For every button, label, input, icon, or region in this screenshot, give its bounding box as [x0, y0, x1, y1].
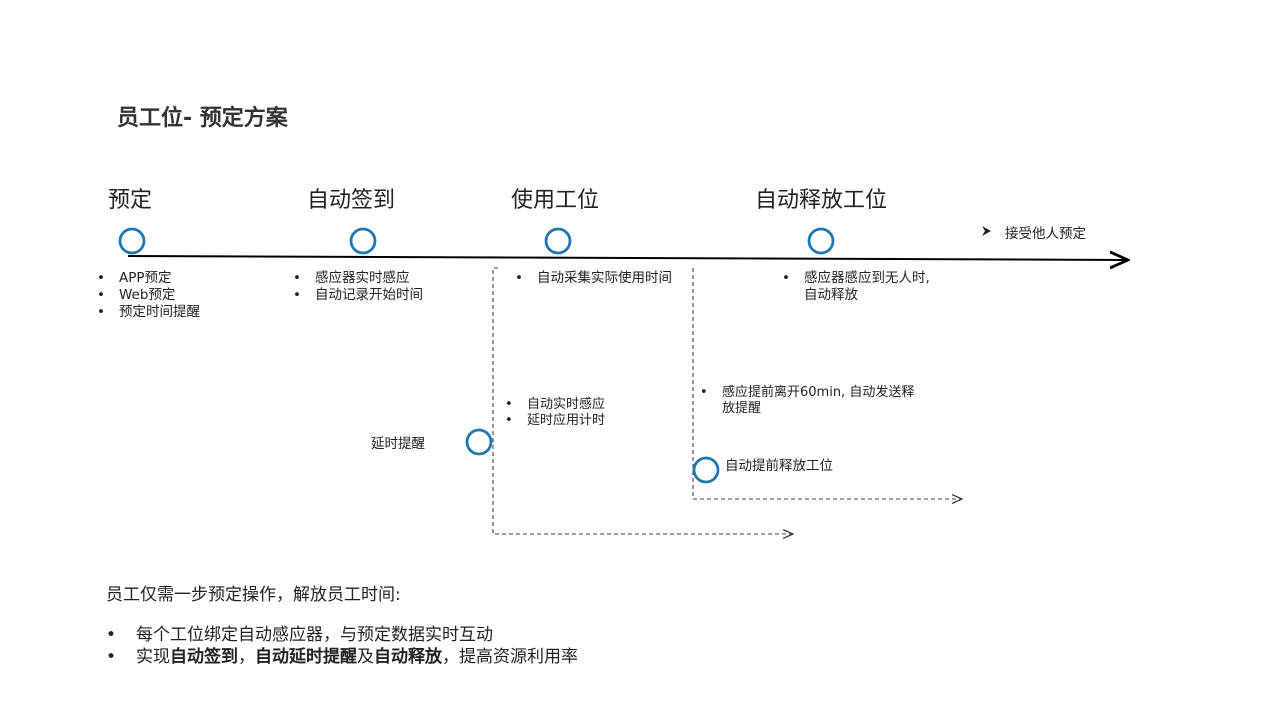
list-item: 预定时间提醒	[97, 304, 200, 321]
early-bullet-line2: 放提醒	[722, 401, 762, 416]
list-item: 感应提前离开60min, 自动发送释 放提醒	[700, 385, 914, 417]
stage-node-reserve	[118, 227, 146, 255]
use-bullets: 自动采集实际使用时间	[515, 270, 672, 287]
release-bullet-line2: 自动释放	[804, 287, 858, 303]
early-bullet-line1: 感应提前离开60min, 自动发送释	[722, 385, 915, 400]
delay-reminder-label: 延时提醒	[371, 436, 425, 452]
list-item: 每个工位绑定自动感应器，与预定数据实时互动	[106, 624, 578, 646]
list-item: 感应器感应到无人时, 自动释放	[782, 270, 930, 304]
list-item: 实现自动签到，自动延时提醒及自动释放，提高资源利用率	[106, 646, 578, 668]
summary-text: ，提高资源利用率	[442, 647, 578, 667]
early-release-bullets: 感应提前离开60min, 自动发送释 放提醒	[700, 385, 914, 417]
page-title: 员工位- 预定方案	[117, 106, 288, 131]
stage-label-use: 使用工位	[511, 188, 600, 213]
early-release-label: 自动提前释放工位	[725, 458, 833, 474]
accept-reservation-label: 接受他人预定	[1005, 226, 1086, 242]
list-item: 自动采集实际使用时间	[515, 270, 672, 287]
list-item: 延时应用计时	[505, 413, 605, 429]
early-release-node	[692, 456, 720, 484]
early-release-connector	[692, 268, 962, 499]
delay-node	[465, 428, 493, 456]
summary-intro: 员工仅需一步预定操作，解放员工时间:	[106, 585, 401, 605]
release-bullet-line1: 感应器感应到无人时,	[804, 270, 930, 286]
summary-text: 实现	[136, 647, 170, 667]
stage-node-release	[807, 227, 835, 255]
stage-node-checkin	[349, 227, 377, 255]
summary-bullets: 每个工位绑定自动感应器，与预定数据实时互动 实现自动签到，自动延时提醒及自动释放…	[106, 624, 578, 668]
summary-bold-release: 自动释放	[374, 647, 442, 667]
list-item: APP预定	[97, 270, 200, 287]
stage-label-release: 自动释放工位	[755, 188, 888, 213]
checkin-bullets: 感应器实时感应 自动记录开始时间	[293, 270, 423, 304]
list-item: 感应器实时感应	[293, 270, 423, 287]
list-item: 自动实时感应	[505, 397, 605, 413]
summary-text: ，	[238, 647, 255, 667]
delay-bullets: 自动实时感应 延时应用计时	[505, 397, 605, 429]
stage-label-reserve: 预定	[108, 188, 153, 213]
timeline-arrow	[127, 256, 1128, 260]
summary-bold-checkin: 自动签到	[170, 647, 238, 667]
reserve-bullets: APP预定 Web预定 预定时间提醒	[97, 270, 200, 321]
list-item: 自动记录开始时间	[293, 287, 423, 304]
delay-branch-connector	[492, 267, 793, 534]
release-bullets: 感应器感应到无人时, 自动释放	[782, 270, 930, 304]
stage-node-use	[544, 227, 572, 255]
list-item: Web预定	[97, 287, 200, 304]
summary-text: 及	[357, 647, 374, 667]
stage-label-checkin: 自动签到	[307, 188, 396, 213]
summary-bold-delay: 自动延时提醒	[255, 647, 357, 667]
arrow-bullet-icon	[982, 226, 991, 236]
